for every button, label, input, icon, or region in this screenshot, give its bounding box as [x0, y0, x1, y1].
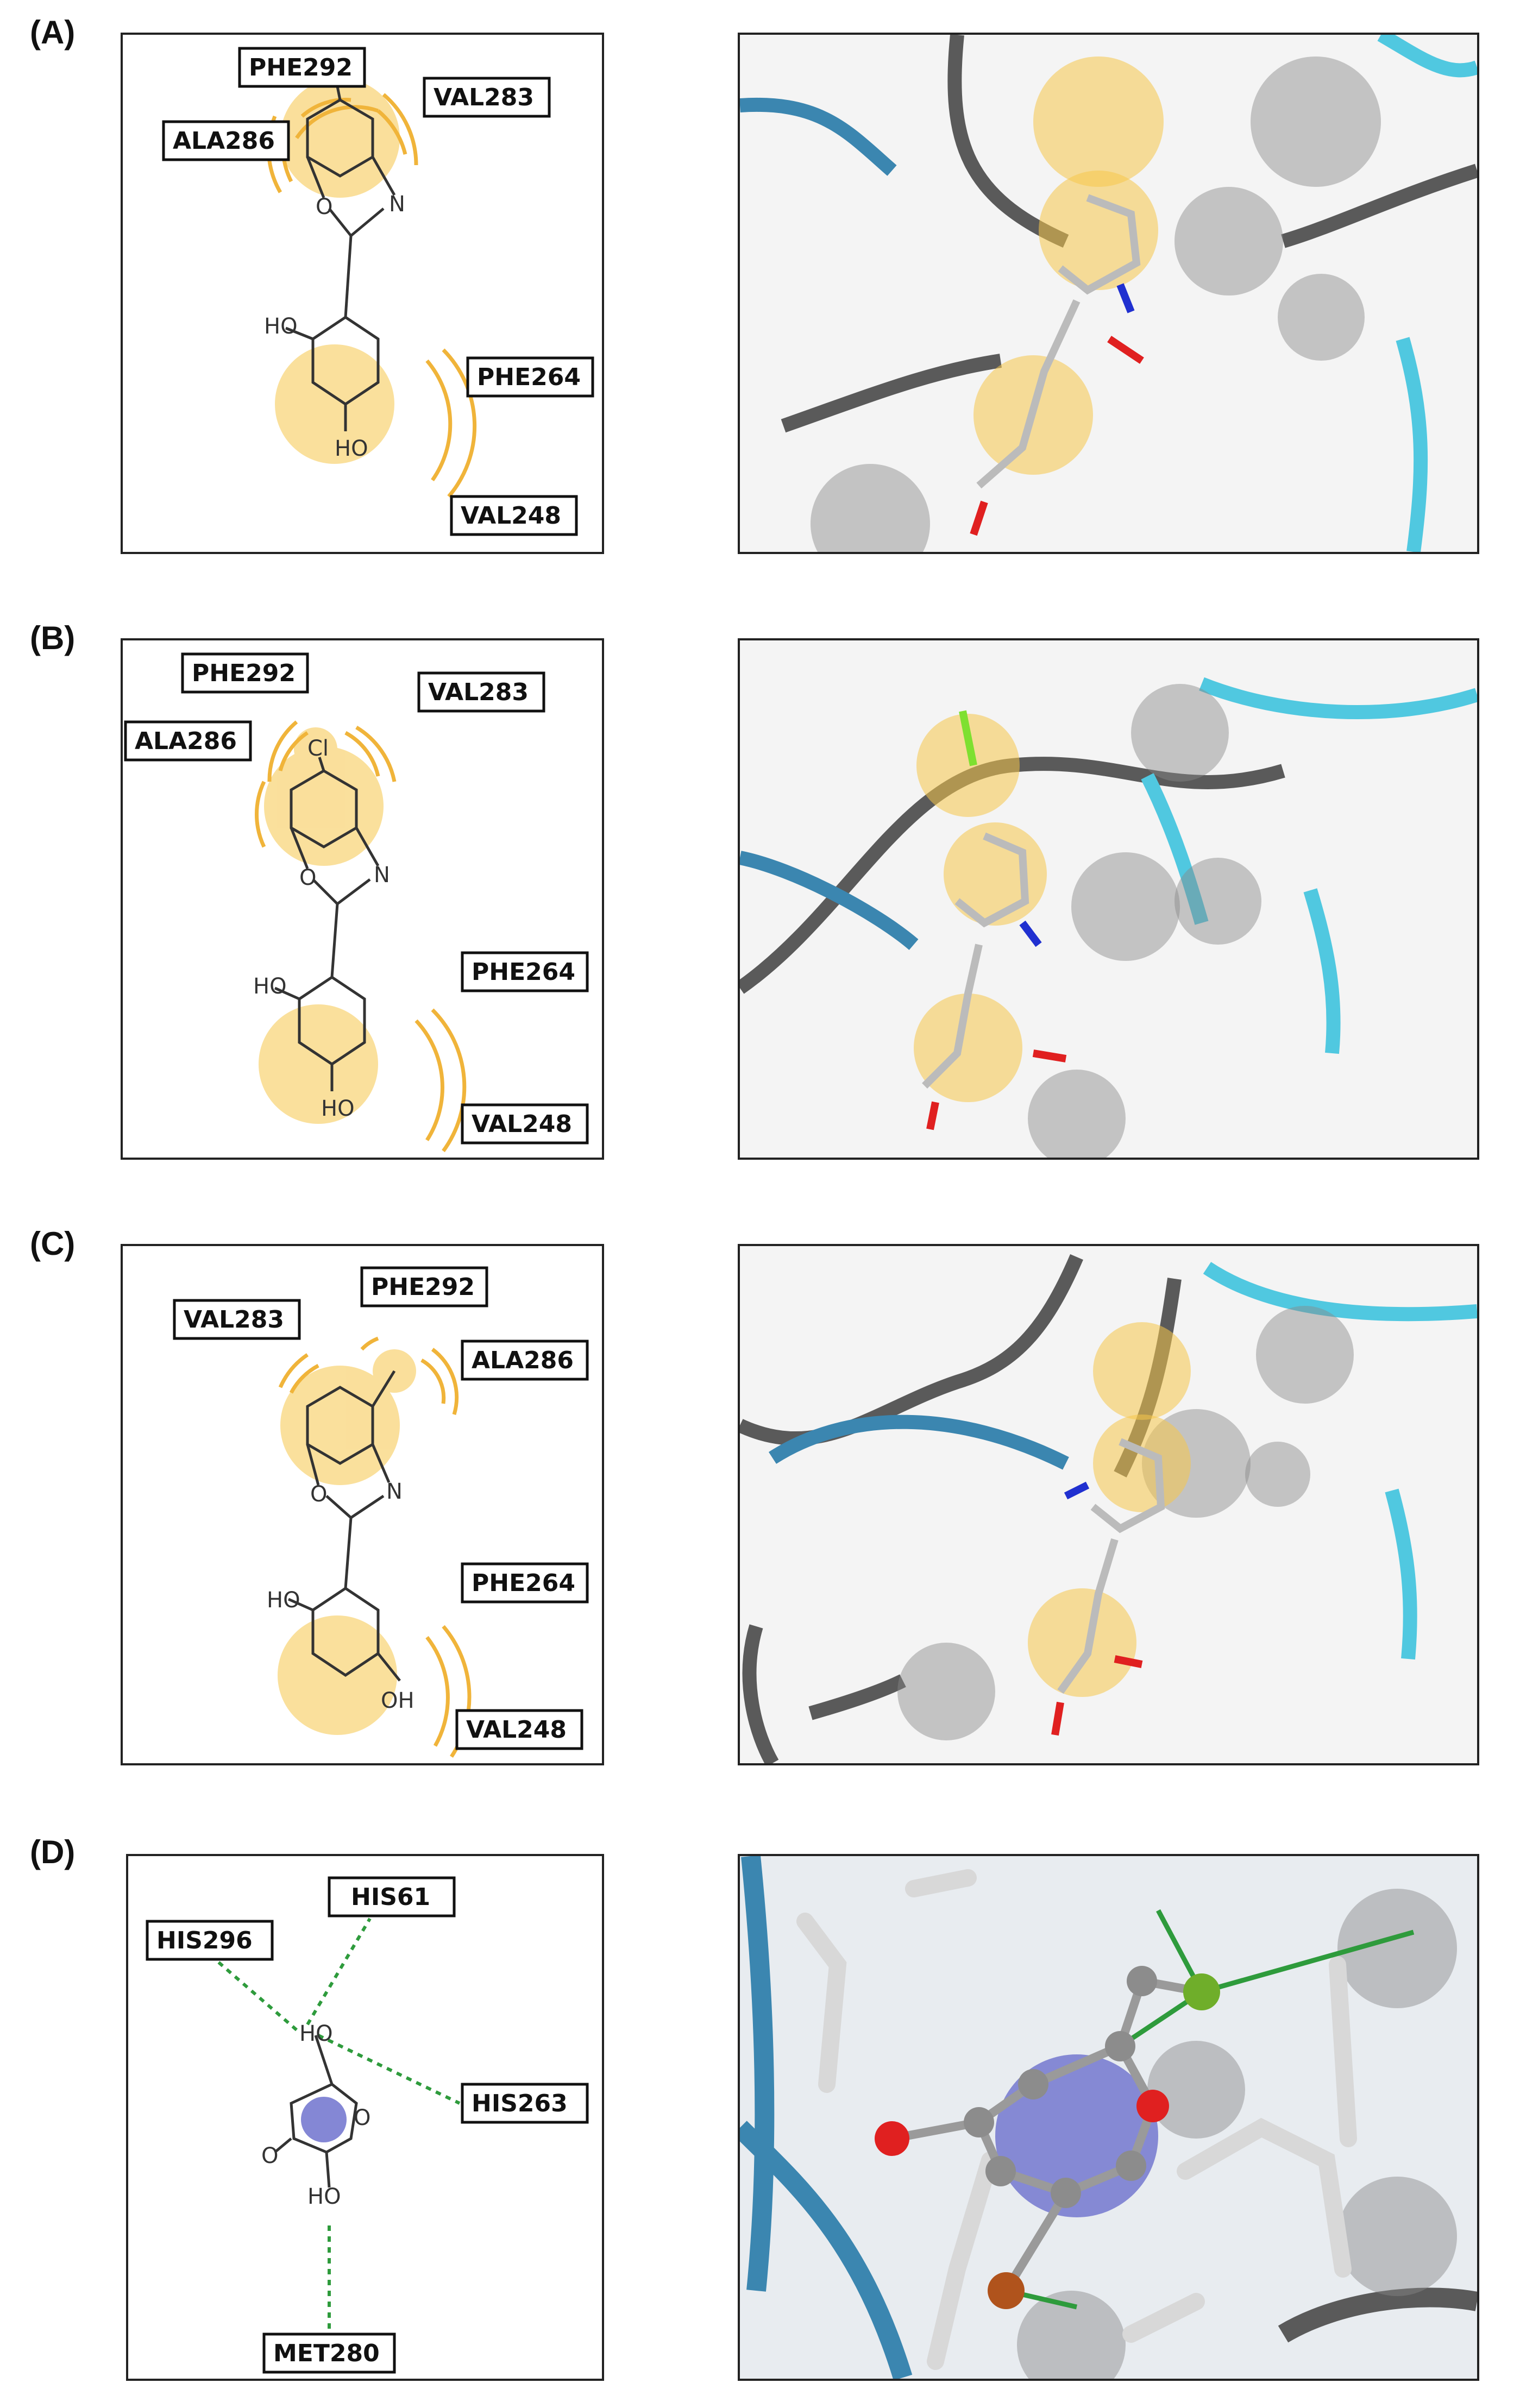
panel-label-d: (D): [30, 1834, 76, 1870]
residue-label-text: PHE292: [192, 659, 296, 687]
atom-oxygen: O: [316, 194, 332, 219]
docking-render-a: [738, 33, 1479, 554]
panel-label-c: (C): [30, 1225, 76, 1262]
residue-label: PHE264: [461, 951, 589, 992]
residue-label-text: VAL283: [184, 1306, 284, 1334]
docking-render-b: [738, 638, 1479, 1160]
residue-label-text: PHE264: [477, 363, 581, 391]
residue-label-text: ALA286: [135, 727, 237, 755]
atom-oxygen: O: [299, 865, 316, 890]
residue-label: HIS296: [146, 1920, 274, 1961]
atom-hydroxyl-bottom: HO: [321, 1096, 355, 1121]
residue-label-text: VAL283: [434, 84, 534, 111]
ligand-atoms: [875, 1966, 1220, 2309]
residue-label-text: VAL248: [472, 1110, 572, 1138]
atom-hydroxyl-top: HO: [299, 2021, 333, 2046]
atom-nitrogen: N: [389, 192, 405, 217]
residue-label-text: PHE264: [472, 958, 575, 986]
interaction-diagram-b: Cl O N HO HO PHE292 VAL283 ALA286 PHE264…: [121, 638, 604, 1160]
residue-label: ALA286: [162, 120, 290, 161]
ligand-stick: [1051, 1438, 1165, 1736]
stick-residues: [796, 1869, 1357, 2370]
docking-render-d: [738, 1854, 1479, 2381]
interaction-diagram-a: O N HO HO PHE292 VAL283 ALA286 PHE264 VA…: [121, 33, 604, 554]
residue-label: HIS61: [328, 1876, 456, 1917]
atom-hydroxyl-top: HO: [253, 974, 287, 999]
residue-label-text: HIS263: [472, 2090, 568, 2117]
residue-label: PHE264: [466, 356, 594, 398]
residue-label: VAL283: [173, 1299, 301, 1340]
residue-label: PHE292: [360, 1266, 488, 1307]
residue-label-text: HIS296: [156, 1927, 253, 1954]
residue-label-text: PHE264: [472, 1569, 575, 1597]
residue-label: PHE292: [181, 652, 309, 694]
atom-nitrogen: N: [386, 1479, 403, 1504]
docking-render-c: [738, 1244, 1479, 1765]
residue-label-text: PHE292: [371, 1273, 475, 1301]
residue-label: VAL283: [417, 671, 545, 713]
residue-label: ALA286: [461, 1340, 589, 1381]
atom-spheres: [1017, 1889, 1457, 2379]
ligand-structure: [287, 1370, 401, 1682]
atom-spheres: [897, 1306, 1354, 1740]
residue-label-text: MET280: [273, 2340, 380, 2367]
residue-label-text: ALA286: [173, 127, 275, 155]
residue-label: MET280: [262, 2332, 396, 2374]
atom-spheres: [914, 684, 1261, 1158]
atom-nitrogen: N: [374, 863, 390, 888]
atom-hydroxyl-bottom: HO: [335, 436, 368, 461]
atom-hydroxyl-top: HO: [267, 1588, 300, 1613]
residue-label: PHE292: [238, 47, 366, 88]
interaction-diagram-c: O N HO OH VAL283 PHE292 ALA286 PHE264 VA…: [121, 1244, 604, 1765]
panel-label-b: (B): [30, 620, 76, 656]
hydrophobic-highlight: [259, 727, 384, 1124]
aromatic-ring-marker: [301, 2097, 347, 2142]
atom-carbonyl-oxygen: O: [261, 2143, 278, 2168]
residue-label: VAL283: [423, 77, 551, 118]
residue-label: VAL248: [455, 1709, 583, 1750]
ligand-stick: [922, 710, 1067, 1130]
atom-hydroxyl-bottom: OH: [381, 1688, 414, 1713]
residue-label-text: VAL248: [461, 502, 561, 530]
ribbon: [740, 1856, 1477, 2379]
hydrophobic-highlight: [275, 78, 400, 464]
residue-label: VAL248: [461, 1103, 589, 1145]
residue-label: VAL248: [450, 495, 578, 536]
residue-label: ALA286: [124, 720, 252, 762]
atom-hydroxyl-top: HO: [264, 314, 298, 339]
residue-label: HIS263: [461, 2083, 589, 2124]
ligand-structure: [274, 757, 380, 1091]
atom-spheres: [811, 56, 1381, 552]
residue-label-text: HIS61: [351, 1883, 430, 1911]
residue-label-text: VAL248: [466, 1716, 567, 1744]
atom-ring-oxygen: O: [354, 2105, 370, 2130]
panel-label-a: (A): [30, 14, 76, 51]
atom-chlorine: Cl: [307, 736, 329, 761]
atom-oxygen: O: [310, 1482, 327, 1507]
hydrophobic-arcs: [255, 720, 467, 1153]
interaction-diagram-d: HO O O HO HIS61 HIS296 HIS263 MET280: [126, 1854, 604, 2381]
atom-hydroxyl-bottom: HO: [307, 2184, 341, 2209]
hbond-lines: [214, 1917, 461, 2334]
ligand-stick: [970, 194, 1144, 536]
residue-label-text: PHE292: [249, 54, 353, 81]
residue-label-text: ALA286: [472, 1347, 574, 1374]
residue-label-text: VAL283: [428, 678, 529, 706]
ribbon: [740, 35, 1477, 552]
residue-label: PHE264: [461, 1562, 589, 1604]
ligand-structure: [274, 2035, 358, 2188]
